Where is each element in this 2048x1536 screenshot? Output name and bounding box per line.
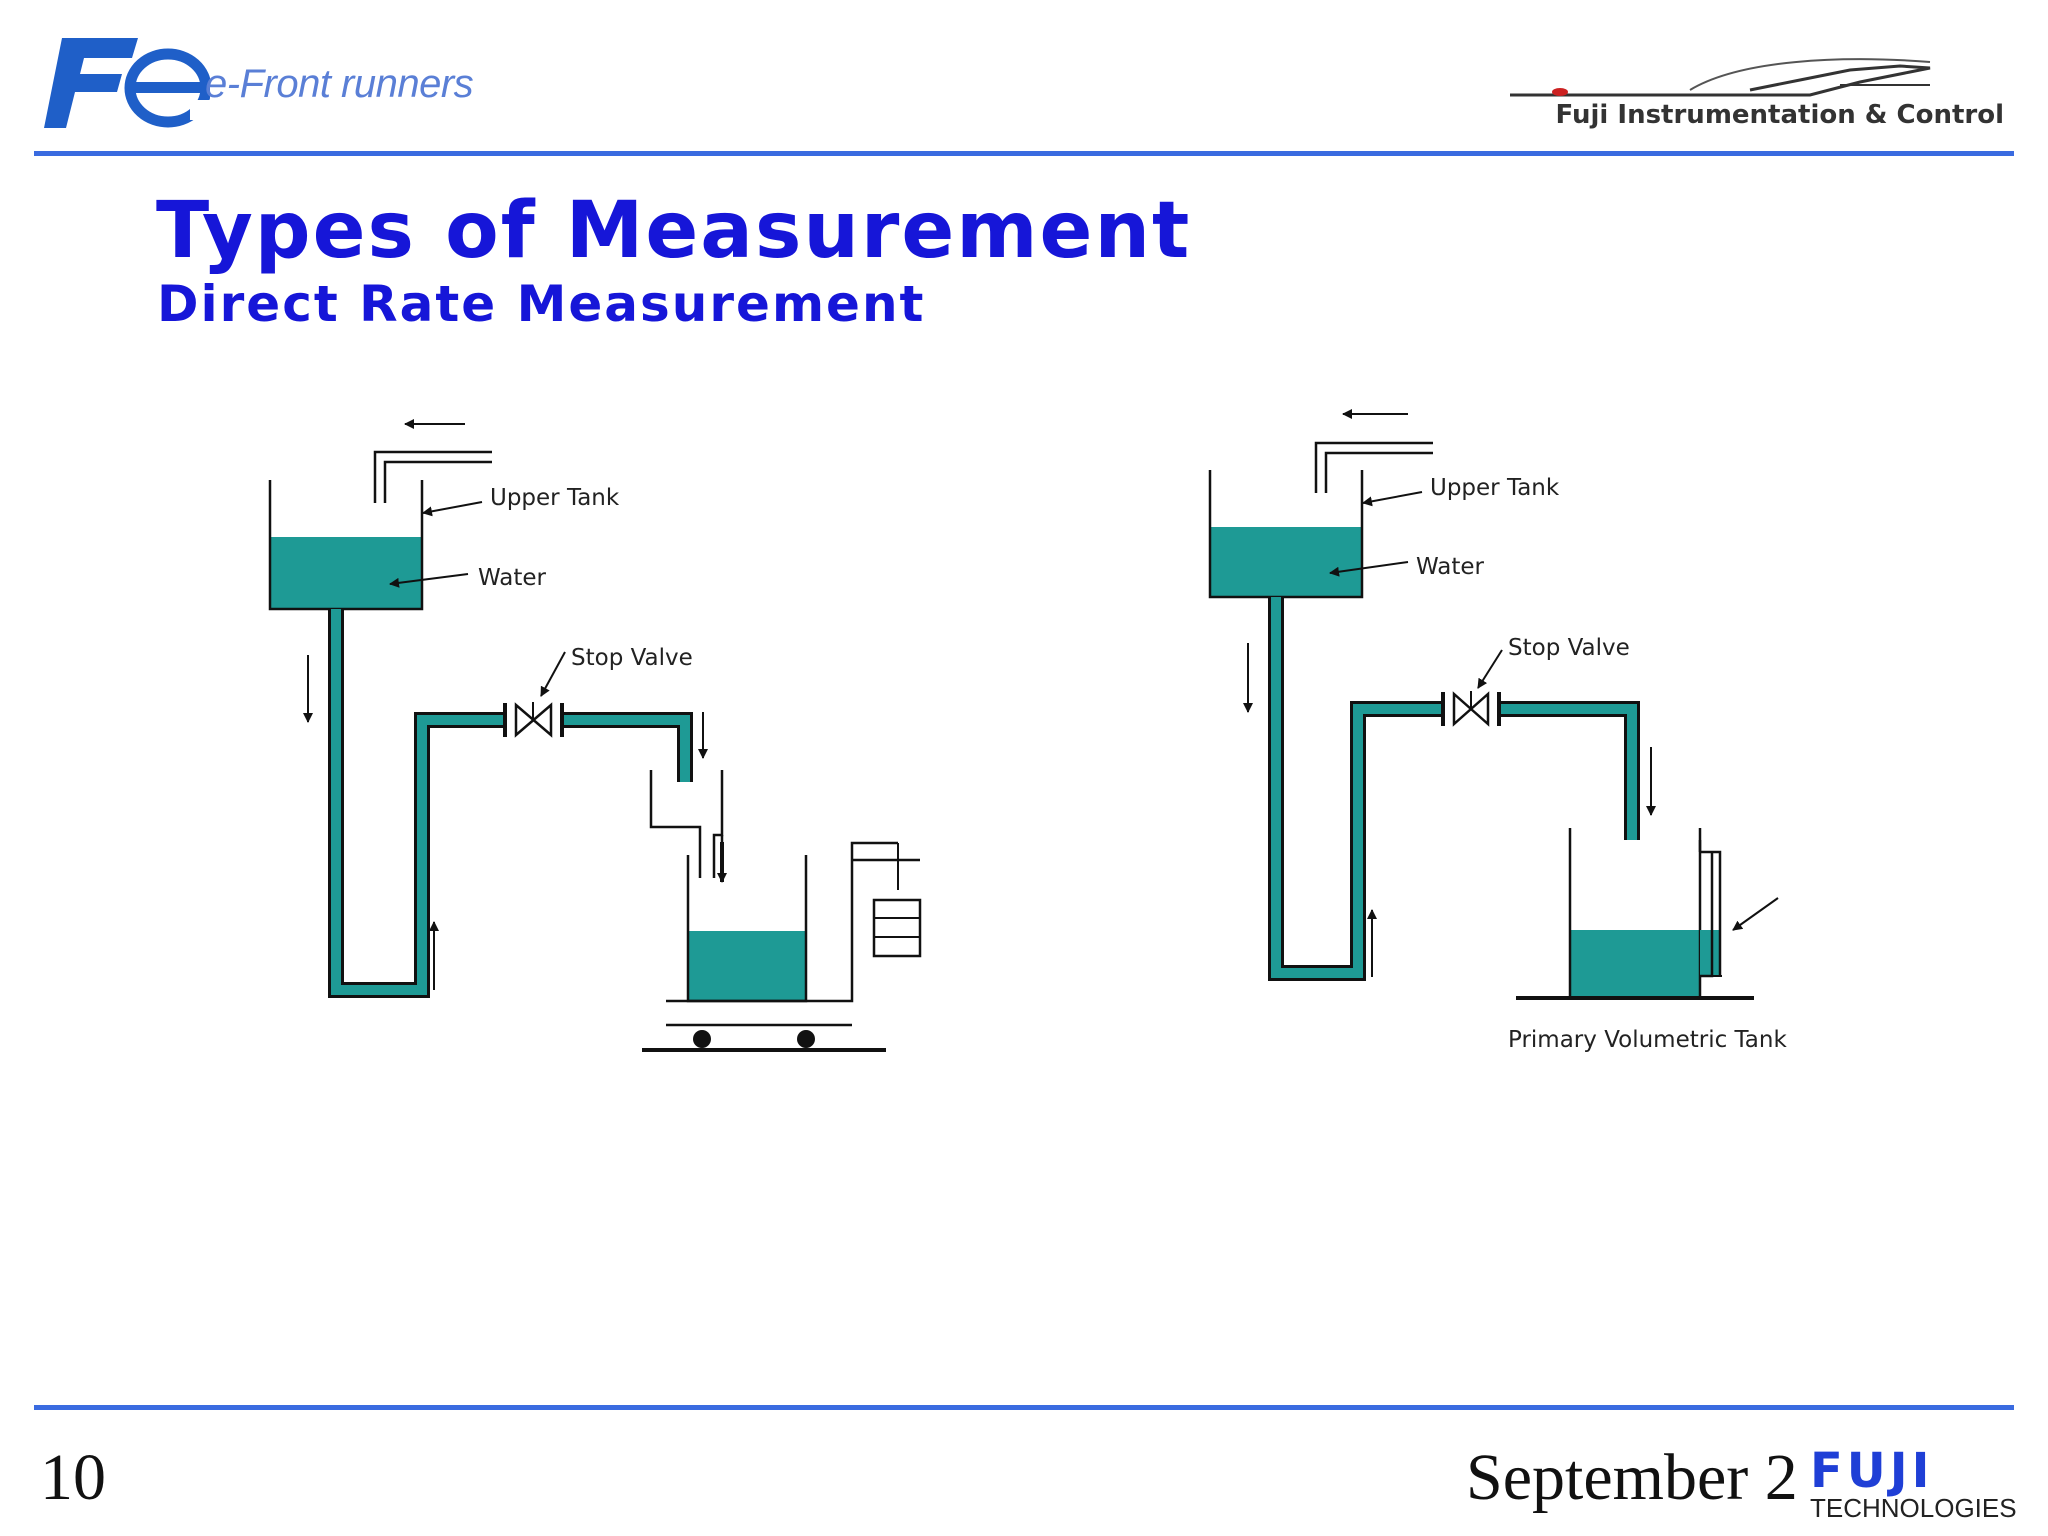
brand-subtitle: TECHNOLOGIES — [1810, 1493, 2017, 1523]
label-upper-tank: Upper Tank — [490, 485, 620, 511]
footer-date: September 2 — [1466, 1441, 1798, 1514]
brand-wordmark: FUJI — [1810, 1443, 1933, 1499]
weighing-diagram: Upper Tank Water Stop Valve — [268, 419, 922, 1052]
fuji-technologies-logo: FUJI TECHNOLOGIES — [1810, 1443, 2017, 1523]
label-water: Water — [1416, 554, 1485, 580]
label-primary-volumetric-tank: Primary Volumetric Tank — [1508, 1027, 1787, 1053]
label-water: Water — [478, 565, 547, 591]
label-stop-valve: Stop Valve — [1508, 635, 1630, 661]
label-stop-valve: Stop Valve — [571, 645, 693, 671]
footer-divider — [34, 1405, 2014, 1410]
stop-valve-icon — [503, 702, 564, 738]
stop-valve-icon — [1441, 691, 1501, 727]
volumetric-diagram: Upper Tank Water Stop Valve Primary Volu… — [1208, 409, 1787, 1053]
tagline: e-Front runners — [205, 62, 474, 106]
page-number: 10 — [40, 1441, 106, 1514]
jet-logo-icon — [1510, 58, 1931, 97]
fe-logo-icon — [44, 38, 210, 128]
label-upper-tank: Upper Tank — [1430, 475, 1560, 501]
company-name: Fuji Instrumentation & Control — [1555, 100, 2004, 130]
page-subtitle: Direct Rate Measurement — [157, 275, 926, 333]
page-title: Types of Measurement — [156, 186, 1192, 276]
header-divider — [34, 151, 2014, 156]
